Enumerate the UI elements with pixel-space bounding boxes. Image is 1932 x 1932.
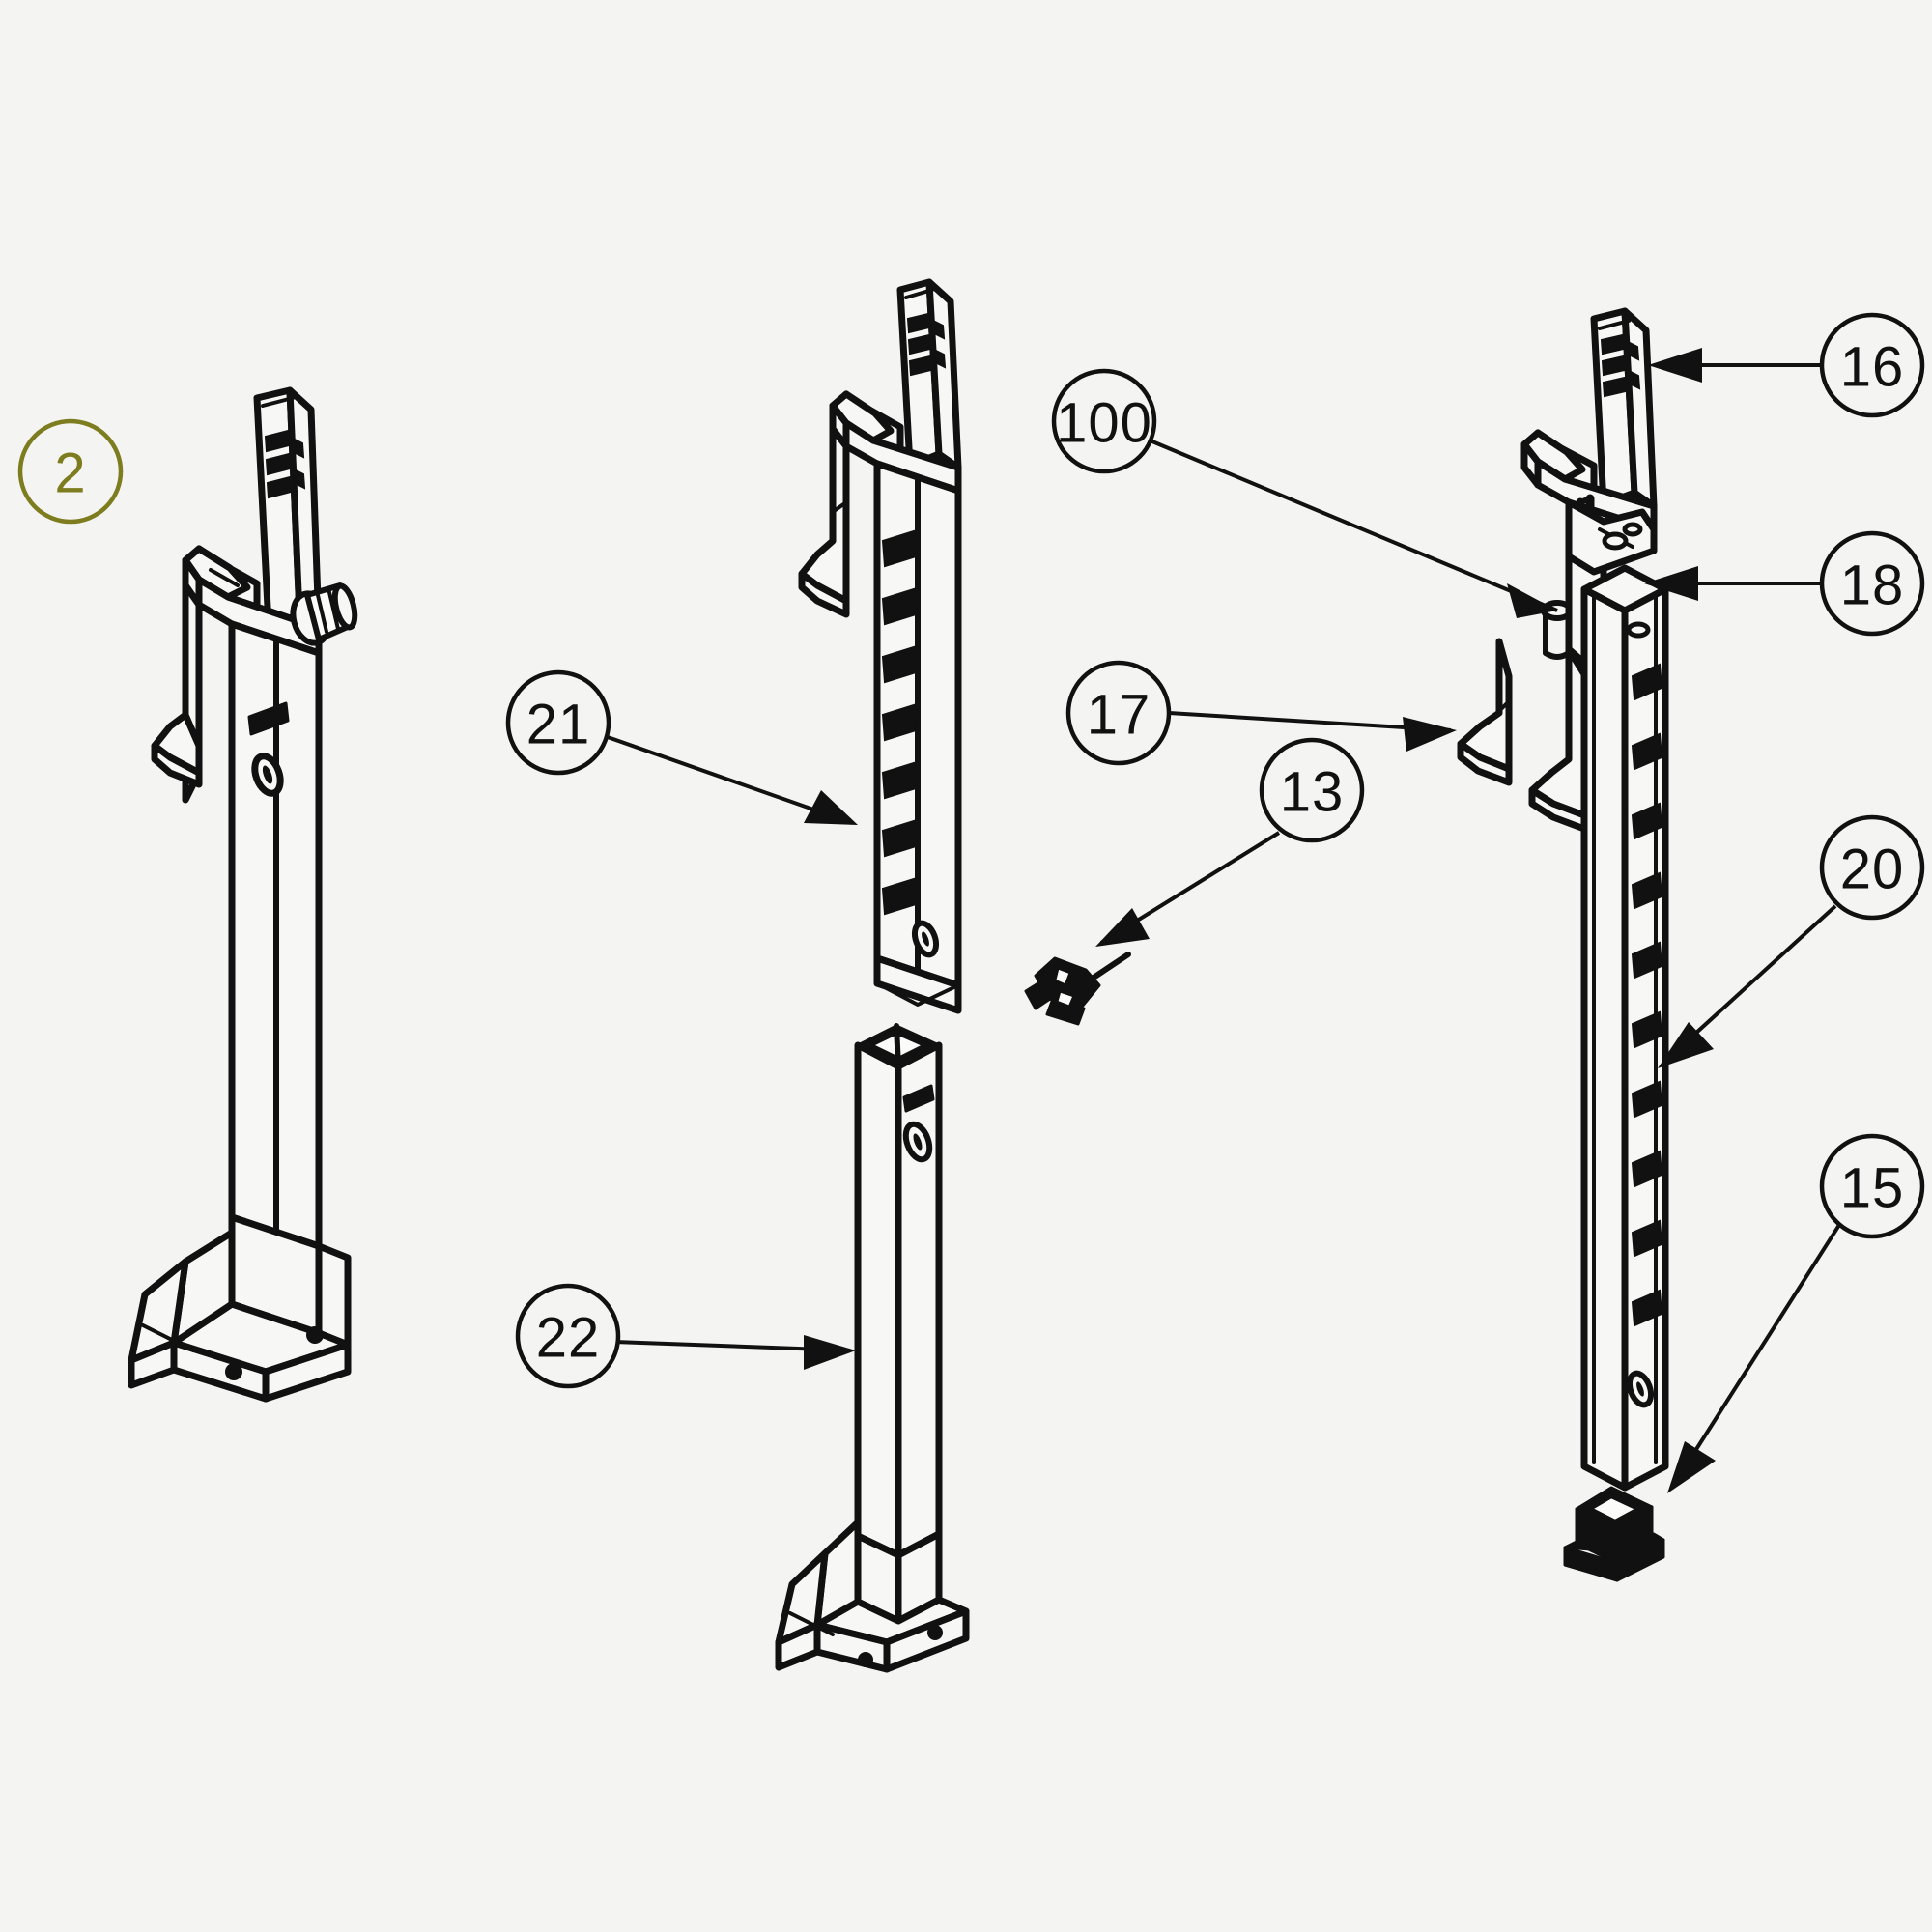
part-knob-13: [1024, 952, 1131, 1026]
callout-balloon-13[interactable]: 13: [1259, 737, 1365, 843]
post-marks-22: [902, 1084, 935, 1163]
leader-lines: [604, 348, 1841, 1493]
balloon-circle[interactable]: [1259, 737, 1365, 843]
balloon-number: 17: [1087, 684, 1151, 747]
part-hook-tab-17: [1457, 638, 1513, 786]
callout-balloon-2[interactable]: 2: [17, 418, 124, 525]
upper-blade-21: [896, 278, 962, 471]
post-slots-21: [881, 529, 918, 916]
column-slot-2: [247, 701, 290, 797]
balloon-circle[interactable]: [1065, 660, 1172, 766]
main-column-2: [182, 582, 323, 1250]
callout-balloon-15[interactable]: 15: [1819, 1133, 1925, 1239]
tube-20-keyhole: [1626, 1370, 1655, 1408]
callout-balloon-18[interactable]: 18: [1819, 530, 1925, 637]
tube-20-upper-hole: [1626, 621, 1651, 639]
balloon-number: 2: [54, 442, 86, 505]
balloon-circle[interactable]: [1819, 312, 1925, 418]
blade-slots-2: [264, 428, 306, 499]
balloon-circle[interactable]: [505, 669, 611, 776]
balloon-number: 22: [536, 1307, 601, 1370]
balloon-circle[interactable]: [17, 418, 124, 525]
blade-slots-16: [1600, 332, 1641, 398]
balloon-number: 21: [526, 694, 591, 756]
post-body-22: [854, 1041, 943, 1559]
callout-balloon-16[interactable]: 16: [1819, 312, 1925, 418]
balloon-number: 15: [1840, 1157, 1905, 1220]
hook-bracket-lower-2: [151, 711, 203, 788]
balloon-number: 20: [1840, 838, 1905, 901]
part-slotted-tube-20: [1528, 498, 1669, 1492]
base-foot-2: [128, 1213, 352, 1403]
hook-bracket-lower-21: [798, 425, 850, 618]
balloon-circle[interactable]: [1819, 530, 1925, 637]
part-group-lower-post-22: [775, 1023, 970, 1673]
callout-balloon-20[interactable]: 20: [1819, 814, 1925, 921]
part-group-left-assembly: [128, 386, 358, 1403]
balloon-circle[interactable]: [1819, 814, 1925, 921]
callout-balloon-21[interactable]: 21: [505, 669, 611, 776]
post-keyhole-21: [911, 920, 940, 958]
callout-balloon-22[interactable]: 22: [515, 1283, 621, 1389]
knob-installed-2: [290, 582, 358, 646]
part-end-cap-15: [1563, 1486, 1665, 1582]
balloon-number: 100: [1056, 392, 1152, 455]
balloon-number: 16: [1840, 336, 1905, 399]
part-group-upper-post-21: [798, 278, 962, 1014]
tube-20-slots: [1631, 663, 1663, 1327]
callout-balloon-100[interactable]: 100: [1051, 368, 1157, 474]
blade-slots-21: [906, 311, 947, 377]
callout-balloons: 2 100 16 18 21 17 13 20 15 22: [17, 312, 1925, 1389]
balloon-circle[interactable]: [1051, 368, 1157, 474]
balloon-number: 13: [1280, 761, 1345, 824]
balloon-circle[interactable]: [1819, 1133, 1925, 1239]
balloon-number: 18: [1840, 554, 1905, 617]
callout-balloon-17[interactable]: 17: [1065, 660, 1172, 766]
balloon-circle[interactable]: [515, 1283, 621, 1389]
base-foot-22: [775, 1519, 970, 1673]
